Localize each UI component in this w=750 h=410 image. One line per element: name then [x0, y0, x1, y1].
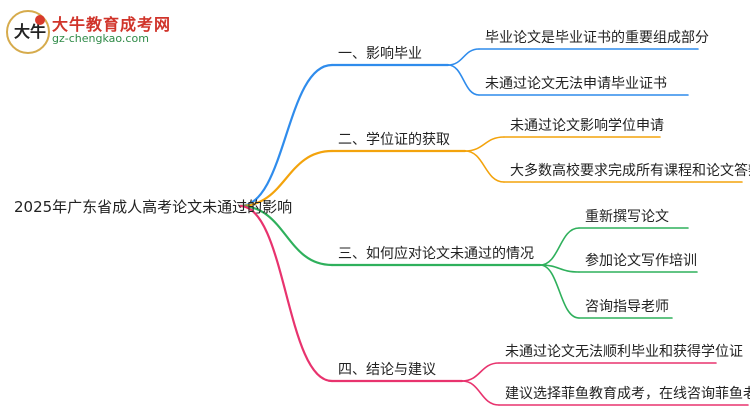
- branch-connector: [238, 63, 334, 208]
- leaf-connector: [461, 362, 500, 382]
- logo-mark-text: 大牛: [14, 22, 47, 41]
- branch-label: 二、学位证的获取: [338, 132, 450, 148]
- bull-logo-icon: 大牛: [6, 10, 50, 54]
- branch-label: 四、结论与建议: [338, 362, 436, 378]
- leaf-connector: [464, 150, 505, 183]
- branch-connector: [238, 149, 334, 208]
- branch-label: 一、影响毕业: [338, 46, 422, 62]
- leaf-connector: [447, 64, 480, 96]
- leaf-label: 未通过论文影响学位申请: [510, 118, 664, 134]
- leaf-label: 参加论文写作培训: [585, 253, 697, 269]
- branch-connector: [238, 204, 334, 267]
- logo-url: gz-chengkao.com: [52, 32, 149, 45]
- logo-red-dot: [35, 15, 45, 25]
- leaf-connector: [447, 48, 480, 66]
- leaf-connector: [539, 264, 580, 319]
- leaf-label: 建议选择菲鱼教育成考，在线咨询菲鱼老师: [505, 386, 750, 402]
- leaf-connector: [539, 227, 580, 266]
- branch-connector: [238, 204, 334, 383]
- branch-label: 三、如何应对论文未通过的情况: [338, 246, 534, 262]
- leaf-connector: [464, 136, 505, 152]
- mindmap-root: 2025年广东省成人高考论文未通过的影响: [14, 198, 293, 216]
- leaf-connector: [461, 380, 500, 406]
- leaf-label: 咨询指导老师: [585, 299, 669, 315]
- leaf-label: 未通过论文无法顺利毕业和获得学位证: [505, 344, 743, 360]
- site-logo[interactable]: 大牛 大牛教育成考网 gz-chengkao.com: [6, 10, 181, 54]
- leaf-label: 毕业论文是毕业证书的重要组成部分: [485, 30, 709, 46]
- leaf-label: 大多数高校要求完成所有课程和论文答辩: [510, 163, 750, 179]
- logo-title: 大牛教育成考网: [52, 15, 172, 34]
- leaf-label: 重新撰写论文: [585, 209, 669, 225]
- leaf-label: 未通过论文无法申请毕业证书: [485, 76, 667, 92]
